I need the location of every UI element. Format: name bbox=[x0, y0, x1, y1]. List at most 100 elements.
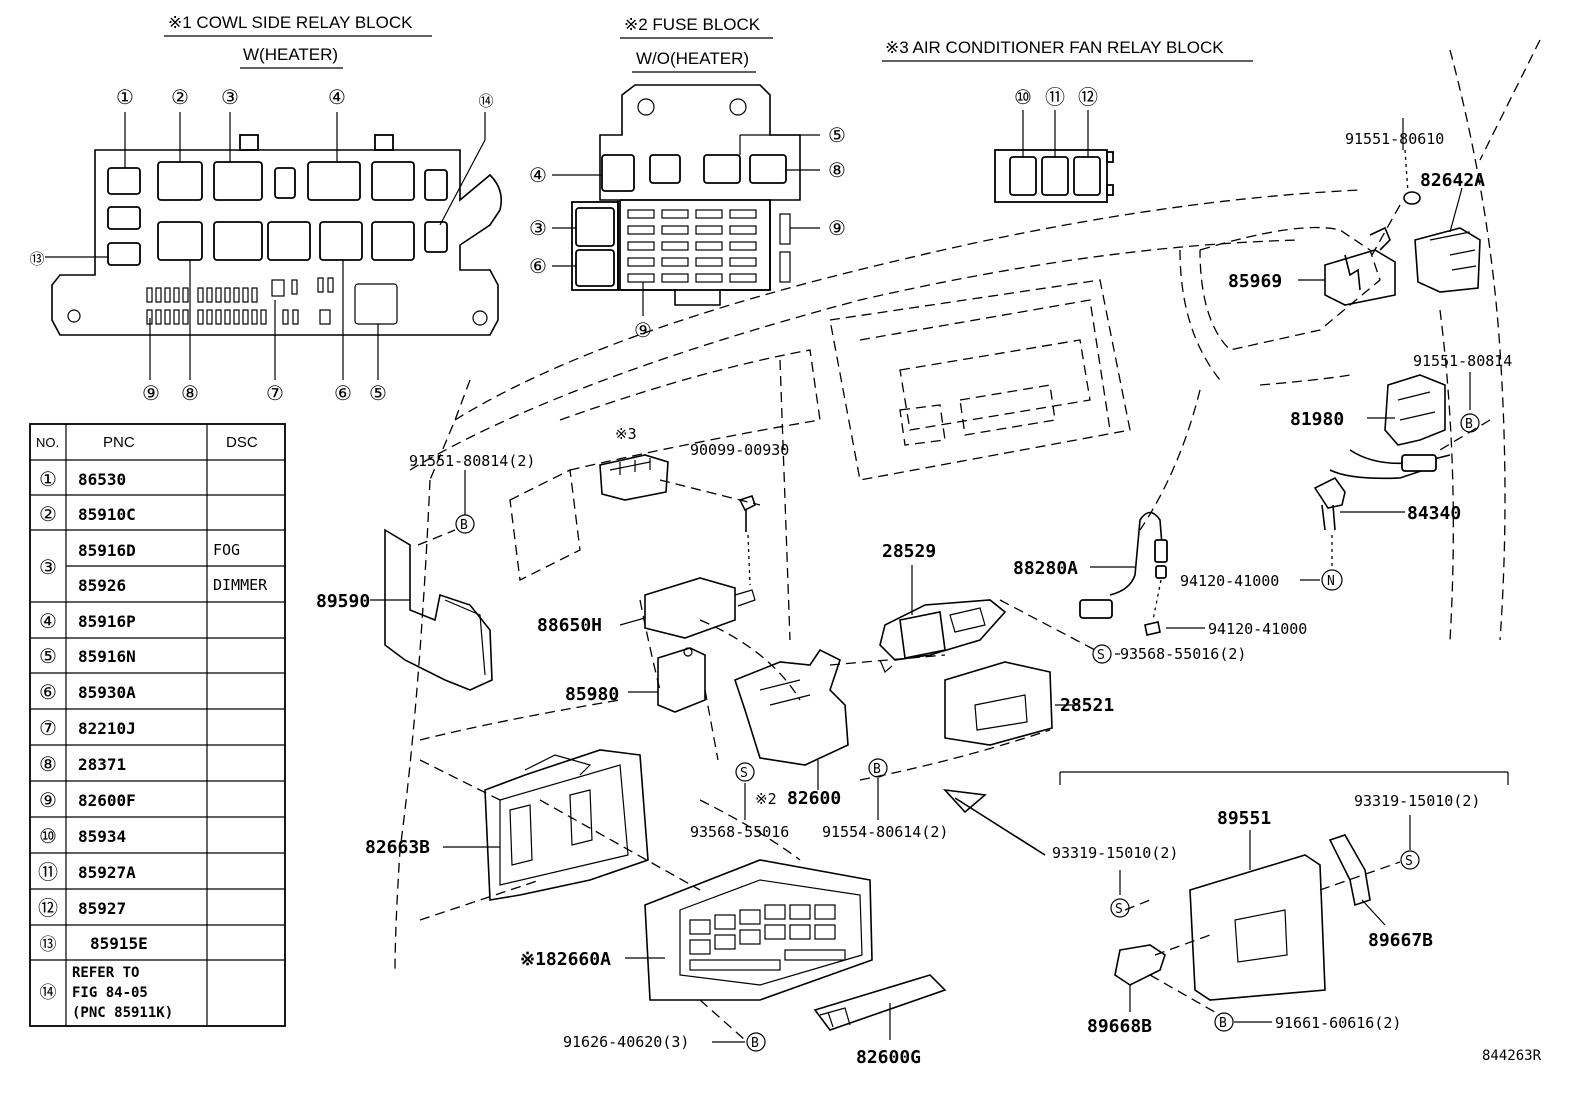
part-label-93319-15010-2-b: 93319-15010(2) bbox=[1354, 792, 1480, 810]
part-88280A-drawing bbox=[1079, 511, 1168, 636]
table-row-no: ⑬ bbox=[40, 935, 57, 955]
part-label-85980: 85980 bbox=[565, 684, 619, 705]
table-row-pnc: FIG 84-05 bbox=[72, 985, 148, 1001]
part-label-91661-60616-2: 91661-60616(2) bbox=[1275, 1014, 1401, 1032]
fastener-letter-b: B bbox=[751, 1036, 759, 1051]
table-row-pnc: 85916D bbox=[78, 541, 136, 560]
part-label-85969: 85969 bbox=[1228, 271, 1282, 292]
fastener-letter-b: B bbox=[1465, 417, 1473, 432]
part-28521-drawing bbox=[829, 654, 1080, 746]
part-label-88650H: 88650H bbox=[537, 615, 602, 636]
fastener-letter-b: B bbox=[460, 518, 468, 533]
part-89668B-drawing bbox=[1114, 944, 1166, 1012]
part-label-28521: 28521 bbox=[1060, 695, 1114, 716]
label-14: ⑭ bbox=[478, 92, 493, 110]
part-label-84340: 84340 bbox=[1407, 503, 1461, 524]
ac-label-11: ⑪ bbox=[1045, 85, 1065, 109]
fastener-letter-b: B bbox=[873, 762, 881, 777]
fuse-block-title: ※2 FUSE BLOCK bbox=[624, 15, 761, 34]
table-header-dsc: DSC bbox=[226, 434, 258, 451]
table-row-dsc: DIMMER bbox=[213, 576, 268, 594]
fastener-letter-s: S bbox=[740, 766, 748, 781]
part-82663B-drawing bbox=[443, 749, 701, 901]
table-row-pnc: 85927A bbox=[78, 863, 136, 882]
fuse-label-3: ③ bbox=[529, 216, 547, 240]
table-header-pnc: PNC bbox=[103, 434, 135, 451]
label-8: ⑧ bbox=[181, 381, 199, 405]
fuse-block-drawing bbox=[552, 84, 820, 316]
table-row-no: ⑥ bbox=[39, 680, 57, 704]
part-label-82660A: ※182660A bbox=[520, 949, 611, 970]
part-82660A-drawing bbox=[625, 859, 873, 1041]
fastener-letter-n: N bbox=[1327, 574, 1335, 589]
part-label-82600: 82600 bbox=[787, 788, 841, 809]
cowl-block-subtitle: W(HEATER) bbox=[243, 45, 338, 64]
table-row-no: ⑤ bbox=[39, 644, 57, 668]
table-row-pnc: 85926 bbox=[78, 576, 126, 595]
part-label-81980: 81980 bbox=[1290, 409, 1344, 430]
table-row-no: ⑩ bbox=[39, 824, 57, 848]
cowl-block-title: ※1 COWL SIDE RELAY BLOCK bbox=[168, 13, 413, 32]
table-header-no: NO. bbox=[36, 435, 59, 450]
part-label-89590: 89590 bbox=[316, 591, 370, 612]
table-row-pnc: 82600F bbox=[78, 791, 136, 810]
table-row-pnc: 28371 bbox=[78, 755, 126, 774]
table-row-no: ⑪ bbox=[38, 860, 58, 884]
part-label-90099-00930: 90099-00930 bbox=[690, 441, 789, 459]
label-1: ① bbox=[116, 85, 134, 109]
fastener-letter-b: B bbox=[1219, 1016, 1227, 1031]
table-row-pnc: 85927 bbox=[78, 899, 126, 918]
part-84340-drawing bbox=[1313, 476, 1405, 570]
table-row-pnc: 85910C bbox=[78, 505, 136, 524]
part-label-94120-41000-b: 94120-41000 bbox=[1208, 620, 1307, 638]
fuse-label-5: ⑤ bbox=[828, 123, 846, 147]
part-label-91551-80814: 91551-80814 bbox=[1413, 352, 1512, 370]
table-row-dsc: FOG bbox=[213, 541, 240, 559]
part-89667B-drawing bbox=[1328, 834, 1386, 926]
table-row-pnc: (PNC 85911K) bbox=[72, 1005, 173, 1021]
part-28529-drawing bbox=[879, 565, 1007, 673]
label-2: ② bbox=[171, 85, 189, 109]
label-9: ⑨ bbox=[142, 381, 160, 405]
part-relay3-drawing bbox=[599, 454, 761, 506]
table-row-no: ⑨ bbox=[39, 788, 57, 812]
pnc-table bbox=[29, 423, 286, 1027]
part-label-89667B: 89667B bbox=[1368, 930, 1433, 951]
part-label-91551-80814-2: 91551-80814(2) bbox=[409, 452, 535, 470]
table-row-pnc: 85915E bbox=[90, 934, 148, 953]
part-label-28529: 28529 bbox=[882, 541, 936, 562]
table-row-no: ⑭ bbox=[40, 983, 57, 1003]
table-rows: ① 86530 ② 85910C ③ 85916D FOG 85926 DIMM… bbox=[38, 467, 268, 1021]
part-label-star2: ※2 bbox=[755, 790, 777, 808]
label-5: ⑤ bbox=[369, 381, 387, 405]
label-7: ⑦ bbox=[266, 381, 284, 405]
fastener-letter-s: S bbox=[1097, 648, 1105, 663]
part-82600-drawing bbox=[734, 648, 849, 790]
fuse-label-9: ⑨ bbox=[828, 216, 846, 240]
part-label-89551: 89551 bbox=[1217, 808, 1271, 829]
cowl-relay-block-drawing bbox=[45, 112, 503, 380]
part-label-91626-40620-3: 91626-40620(3) bbox=[563, 1033, 689, 1051]
label-6: ⑥ bbox=[334, 381, 352, 405]
part-82642A-drawing bbox=[1414, 187, 1481, 293]
table-row-no: ③ bbox=[39, 555, 57, 579]
table-row-pnc: 85916P bbox=[78, 612, 136, 631]
fastener-letter-s: S bbox=[1115, 902, 1123, 917]
part-91551-80610-drawing bbox=[1371, 149, 1421, 256]
dashboard-outline bbox=[394, 39, 1541, 971]
figure-code: 844263R bbox=[1482, 1048, 1542, 1064]
part-81980-drawing bbox=[1329, 374, 1451, 480]
table-row-no: ⑫ bbox=[38, 896, 58, 920]
label-3: ③ bbox=[221, 85, 239, 109]
part-label-91551-80610: 91551-80610 bbox=[1345, 130, 1444, 148]
table-row-pnc: REFER TO bbox=[72, 965, 139, 981]
label-13: ⑬ bbox=[29, 250, 44, 268]
part-89551-drawing bbox=[1189, 830, 1326, 1001]
ac-label-10: ⑩ bbox=[1014, 85, 1032, 109]
part-label-91554-80614-2: 91554-80614(2) bbox=[822, 823, 948, 841]
table-row-pnc: 82210J bbox=[78, 719, 136, 738]
ac-block-title: ※3 AIR CONDITIONER FAN RELAY BLOCK bbox=[885, 38, 1224, 57]
part-90099-00930-drawing bbox=[738, 494, 756, 586]
